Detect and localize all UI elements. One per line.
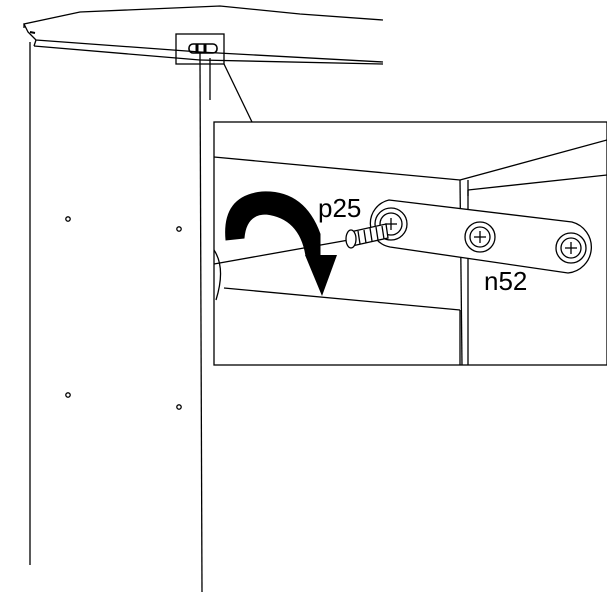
- shelf-holes: [65, 216, 182, 410]
- part-label-n52: n52: [484, 266, 528, 296]
- cabinet-top-panel: [23, 5, 384, 65]
- detail-reference-box: [175, 33, 253, 123]
- part-label-p25: p25: [318, 193, 362, 223]
- cabinet-side-panel: [29, 42, 211, 593]
- bracket-screw-3: [555, 232, 587, 264]
- screw-p25: [345, 223, 389, 249]
- clockwise-arrow-icon: [225, 191, 337, 296]
- bracket-screw-2: [464, 221, 496, 253]
